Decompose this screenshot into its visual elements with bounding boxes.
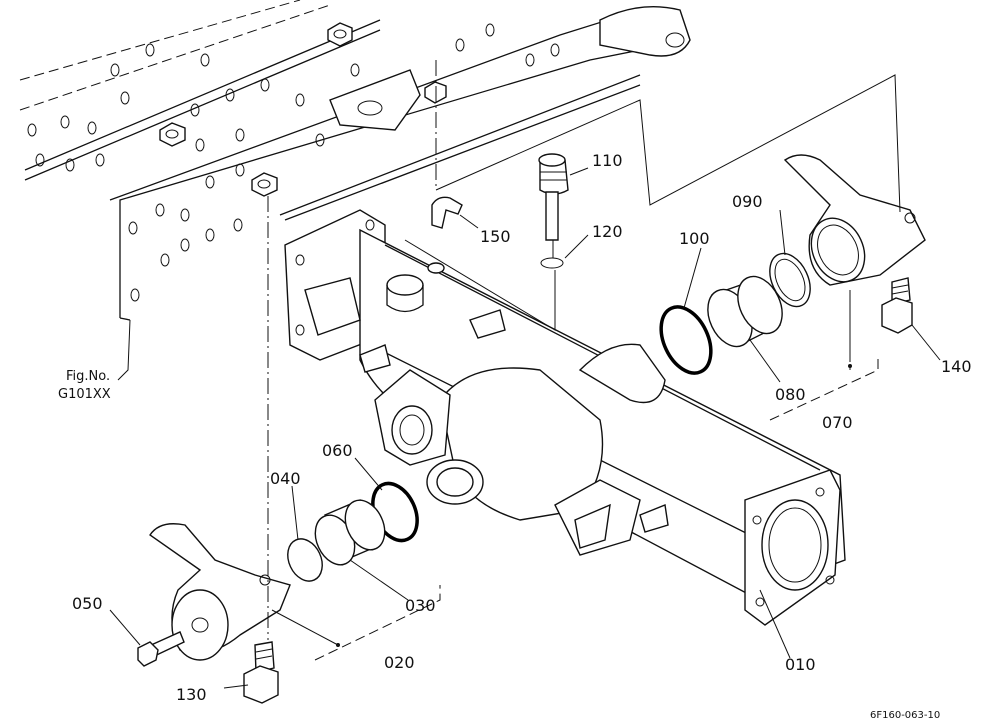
figure-ref-line1: Fig.No. bbox=[66, 369, 110, 384]
top-fittings bbox=[431, 153, 569, 269]
label-110: 110 bbox=[592, 151, 623, 170]
right-bearing-group bbox=[659, 154, 926, 375]
label-100: 100 bbox=[679, 229, 710, 248]
label-030: 030 bbox=[405, 596, 436, 615]
label-040: 040 bbox=[270, 469, 301, 488]
drawing-code: 6F160-063-10 bbox=[870, 710, 940, 721]
label-140: 140 bbox=[941, 357, 972, 376]
leader-lines bbox=[109, 60, 941, 689]
left-bearing-group bbox=[137, 481, 419, 704]
label-130: 130 bbox=[176, 685, 207, 704]
label-050: 050 bbox=[72, 594, 103, 613]
label-010: 010 bbox=[785, 655, 816, 674]
figure-ref-line2: G101XX bbox=[58, 387, 111, 402]
label-150: 150 bbox=[480, 227, 511, 246]
part-labels: 010 020 030 040 050 060 070 080 090 100 … bbox=[58, 151, 972, 721]
label-070: 070 bbox=[822, 413, 853, 432]
label-080: 080 bbox=[775, 385, 806, 404]
axle-housing bbox=[284, 209, 846, 626]
label-090: 090 bbox=[732, 192, 763, 211]
label-060: 060 bbox=[322, 441, 353, 460]
label-120: 120 bbox=[592, 222, 623, 241]
label-020: 020 bbox=[384, 653, 415, 672]
